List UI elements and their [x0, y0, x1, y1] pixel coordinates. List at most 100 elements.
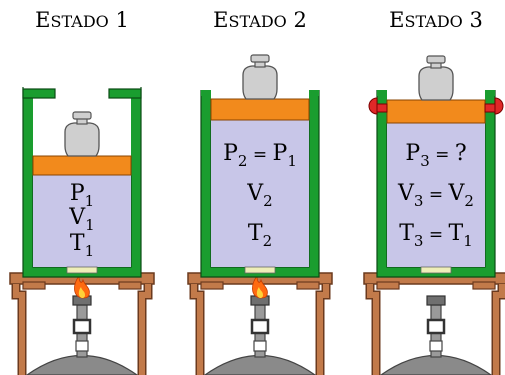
- weight-cap: [426, 55, 446, 64]
- stand-bracket-left: [376, 281, 400, 290]
- state-variable-1: V3 = V2: [397, 181, 474, 210]
- rhs-value: T: [449, 221, 464, 246]
- stand-leg-right: [493, 284, 505, 375]
- title-initial: E: [213, 8, 228, 32]
- rhs-subscript: 1: [287, 152, 297, 170]
- variable-symbol: V: [68, 205, 86, 230]
- bottom-valve: [244, 266, 276, 274]
- variable-subscript: 2: [263, 192, 273, 210]
- variable-subscript: 1: [85, 242, 95, 260]
- rhs-value: V: [448, 181, 466, 206]
- cylinder-outline-outer: [376, 90, 496, 278]
- variable-symbol: T: [248, 221, 263, 246]
- burner-head: [426, 295, 446, 306]
- variable-subscript: 3: [414, 232, 424, 250]
- cylinder-outline-outer: [200, 90, 320, 278]
- state-variable-2: T2: [248, 221, 272, 250]
- variable-subscript: 2: [238, 152, 248, 170]
- stand: [187, 272, 333, 375]
- variable-symbol: T: [70, 231, 85, 256]
- lip-left: [377, 90, 387, 96]
- flame-outer: [252, 274, 268, 299]
- burner-ring: [253, 340, 267, 352]
- stand-leg-right: [317, 284, 329, 375]
- weight-body: [64, 122, 100, 157]
- rhs-subscript: 1: [463, 232, 473, 250]
- burner-base: [25, 354, 139, 375]
- variable-subscript: 3: [420, 152, 430, 170]
- title-number: 2: [287, 8, 307, 32]
- stand-bracket-right: [118, 281, 142, 290]
- gas-region: [211, 120, 309, 267]
- burner-ring: [429, 340, 443, 352]
- state-variable-2: T1: [70, 231, 94, 260]
- variable-symbol: P: [70, 181, 85, 206]
- lock-left-pin: [376, 103, 388, 113]
- lip-right: [309, 90, 319, 96]
- stand: [9, 272, 155, 375]
- weight-cap: [72, 111, 92, 120]
- variable-symbol: P: [405, 141, 420, 166]
- flame-inner: [78, 287, 85, 298]
- lock-right-pin: [484, 103, 496, 113]
- burner-ring: [75, 340, 89, 352]
- burner: [25, 295, 139, 375]
- stand-leg-left: [367, 284, 379, 375]
- variable-subscript: 1: [85, 216, 95, 234]
- title-number: 3: [463, 8, 483, 32]
- burner: [379, 295, 493, 375]
- weight-icon: [64, 111, 100, 157]
- state-title: ESTADO 3: [389, 8, 483, 32]
- stand-bracket-right: [472, 281, 496, 290]
- stop-left: [22, 88, 56, 99]
- title-number: 1: [109, 8, 129, 32]
- state-title: ESTADO 1: [35, 8, 129, 32]
- equals-operator: =: [423, 185, 448, 205]
- stop-right: [108, 88, 142, 99]
- piston: [210, 98, 310, 121]
- flame-icon: [252, 274, 268, 299]
- stand-leg-right: [139, 284, 151, 375]
- flame-icon: [74, 274, 90, 299]
- flame-outer: [74, 274, 90, 299]
- gas-region: [387, 123, 485, 267]
- equals-operator: =: [423, 225, 448, 245]
- rhs-value: P: [273, 141, 288, 166]
- equals-operator: =: [247, 145, 272, 165]
- weight-icon: [242, 54, 278, 100]
- variable-symbol: V: [246, 181, 264, 206]
- title-smallcaps: STADO: [405, 12, 463, 31]
- state-title: ESTADO 2: [213, 8, 307, 32]
- burner: [203, 295, 317, 375]
- lip-right: [485, 90, 495, 96]
- burner-valve-knob: [250, 318, 270, 335]
- variable-symbol: T: [399, 221, 414, 246]
- variable-subscript: 1: [85, 192, 95, 210]
- lock-left-icon: [368, 97, 378, 115]
- variable-subscript: 3: [414, 192, 424, 210]
- lip-left: [201, 90, 211, 96]
- burner-base: [203, 354, 317, 375]
- burner-valve-knob: [426, 318, 446, 335]
- variable-subscript: 2: [263, 232, 273, 250]
- bottom-valve: [420, 266, 452, 274]
- flame-inner: [256, 287, 263, 298]
- title-initial: E: [389, 8, 404, 32]
- variable-symbol: V: [397, 181, 415, 206]
- stand-leg-left: [13, 284, 25, 375]
- piston: [32, 155, 132, 176]
- rhs-value: ?: [455, 141, 467, 166]
- equals-operator: =: [430, 145, 455, 165]
- piston: [386, 99, 486, 124]
- variable-symbol: P: [223, 141, 238, 166]
- stand-leg-left: [191, 284, 203, 375]
- rhs-subscript: 2: [464, 192, 474, 210]
- bottom-valve: [66, 266, 98, 274]
- stand: [363, 272, 505, 375]
- lock-right-icon: [494, 97, 504, 115]
- stand-bracket-left: [22, 281, 46, 290]
- title-initial: E: [35, 8, 50, 32]
